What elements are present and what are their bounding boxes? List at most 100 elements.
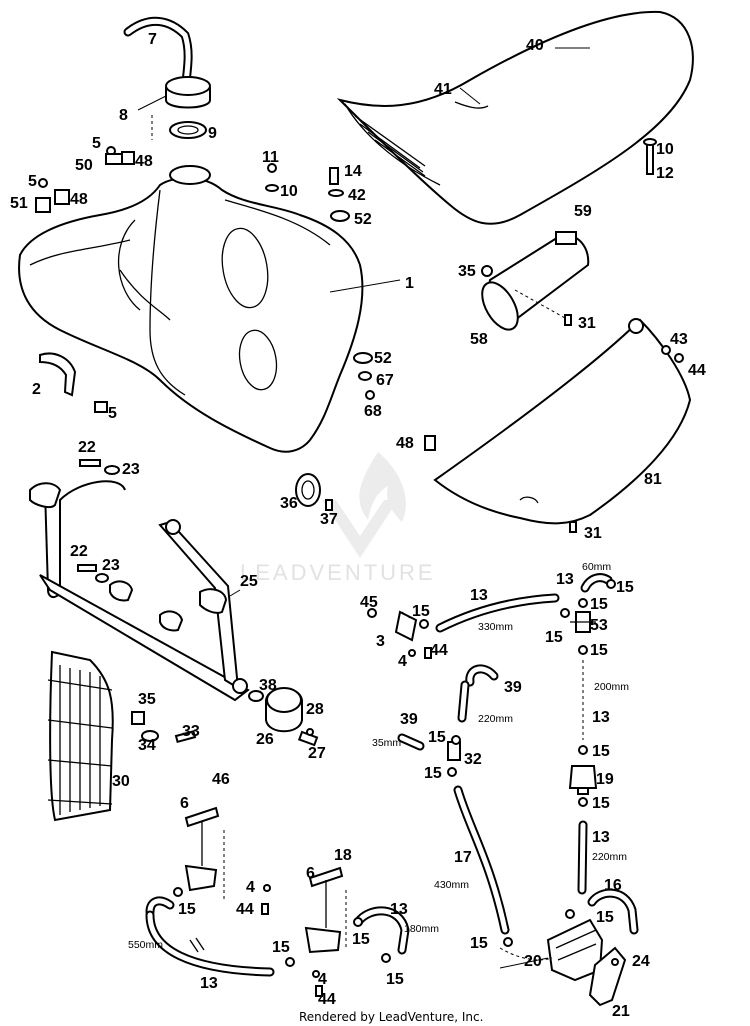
label-15k: 15 [178, 901, 196, 918]
label-35a: 35 [458, 263, 476, 280]
label-6a: 6 [180, 795, 189, 812]
side-cover-81 [424, 318, 692, 533]
seat-strip [454, 101, 489, 109]
label-13f: 13 [390, 901, 408, 918]
label-15e: 15 [590, 642, 608, 659]
label-52b: 52 [374, 350, 392, 367]
label-36: 36 [280, 495, 298, 512]
label-11: 11 [262, 149, 279, 166]
label-44b: 44 [430, 642, 448, 659]
label-10a: 10 [280, 183, 298, 200]
label-15a: 15 [412, 603, 430, 620]
label-25: 25 [240, 573, 258, 590]
label-50: 50 [75, 157, 93, 174]
label-15j: 15 [470, 935, 488, 952]
rubber-parts [248, 473, 333, 747]
label-43: 43 [670, 331, 688, 348]
label-39a: 39 [504, 679, 522, 696]
label-24: 24 [632, 953, 650, 970]
label-53: 53 [590, 617, 608, 634]
label-31a: 31 [578, 315, 596, 332]
label-21: 21 [612, 1003, 630, 1020]
seat [336, 10, 694, 225]
seat-base-vent [354, 115, 426, 177]
label-13a: 13 [470, 587, 488, 604]
label-35b: 35 [138, 691, 156, 708]
label-22b: 22 [70, 543, 88, 560]
label-46: 46 [212, 771, 230, 788]
cap-seal-9 [169, 121, 207, 139]
dim-35mm: 35mm [372, 737, 401, 749]
label-39b: 39 [400, 711, 418, 728]
label-15f: 15 [592, 743, 610, 760]
label-68: 68 [364, 403, 382, 420]
label-22a: 22 [78, 439, 96, 456]
label-15b: 15 [545, 629, 563, 646]
label-40: 40 [526, 37, 544, 54]
tank-body [18, 177, 364, 453]
label-14: 14 [344, 163, 362, 180]
label-15g: 15 [592, 795, 610, 812]
label-15h: 15 [428, 729, 446, 746]
label-27: 27 [308, 745, 326, 762]
label-48b: 48 [70, 191, 88, 208]
label-81: 81 [644, 471, 662, 488]
label-15o: 15 [596, 909, 614, 926]
label-4a: 4 [398, 653, 407, 670]
label-13c: 13 [592, 709, 610, 726]
label-23a: 23 [122, 461, 140, 478]
tank-recess-2 [238, 329, 278, 391]
leader-lines [401, 611, 549, 969]
label-19: 19 [596, 771, 614, 788]
label-4c: 4 [318, 971, 327, 988]
radiator-30 [47, 650, 197, 822]
label-31b: 31 [584, 525, 602, 542]
callout-labels: 7 8 9 5 50 48 5 51 48 11 10 14 42 52 1 5… [10, 31, 706, 1020]
label-5b: 5 [28, 173, 37, 190]
label-4b: 4 [246, 879, 255, 896]
seat-base-rib [344, 103, 441, 186]
dim-220mm-a: 220mm [478, 713, 513, 725]
label-23b: 23 [102, 557, 120, 574]
dim-200mm: 200mm [594, 681, 629, 693]
label-8: 8 [119, 107, 128, 124]
dim-180mm: 180mm [404, 923, 439, 935]
label-42: 42 [348, 187, 366, 204]
dim-550mm: 550mm [128, 939, 163, 951]
label-2: 2 [32, 381, 41, 398]
label-38: 38 [259, 677, 277, 694]
label-3: 3 [376, 633, 385, 650]
label-16: 16 [604, 877, 622, 894]
label-13d: 13 [592, 829, 610, 846]
bracket-2 [39, 352, 77, 397]
label-15m: 15 [352, 931, 370, 948]
label-34: 34 [138, 737, 156, 754]
tool-box [481, 231, 590, 331]
watermark-text: LEADVENTURE [240, 560, 436, 585]
label-44a: 44 [688, 362, 706, 379]
label-17: 17 [454, 849, 472, 866]
footer-credit: Rendered by LeadVenture, Inc. [299, 1010, 483, 1024]
label-45: 45 [360, 594, 378, 611]
leadventure-watermark: LEADVENTURE [240, 452, 436, 585]
dim-220mm-b: 220mm [592, 851, 627, 863]
label-59: 59 [574, 203, 592, 220]
label-7: 7 [148, 31, 157, 48]
dim-430mm: 430mm [434, 879, 469, 891]
subframe-25 [29, 459, 250, 702]
label-28: 28 [306, 701, 324, 718]
label-6b: 6 [306, 865, 315, 882]
label-37: 37 [320, 511, 338, 528]
label-15i: 15 [424, 765, 442, 782]
label-44c: 44 [236, 901, 254, 918]
fuel-cap-8 [137, 76, 211, 111]
label-9: 9 [208, 125, 217, 142]
label-41: 41 [434, 81, 452, 98]
label-48a: 48 [135, 153, 153, 170]
label-51: 51 [10, 195, 28, 212]
petcock-assemblies [145, 806, 410, 997]
label-58: 58 [470, 331, 488, 348]
dim-60mm: 60mm [582, 561, 611, 573]
label-33: 33 [182, 723, 200, 740]
label-13b: 13 [556, 571, 574, 588]
